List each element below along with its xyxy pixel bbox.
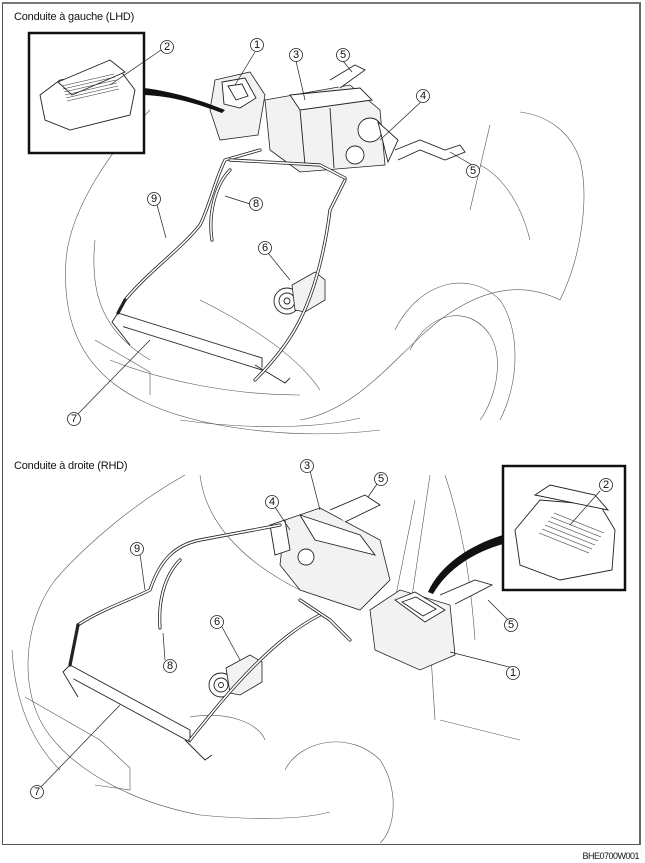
lhd-evaporator-inset (27, 31, 225, 155)
svg-text:2: 2 (603, 479, 609, 491)
section-title-rhd: Conduite à droite (RHD) (14, 460, 128, 472)
rhd-heater-case (269, 507, 391, 611)
rhd-callout-1: 1 (506, 666, 520, 680)
lhd-ducts (329, 64, 466, 161)
svg-text:5: 5 (470, 165, 476, 177)
svg-text:1: 1 (254, 39, 260, 51)
svg-text:9: 9 (134, 543, 140, 555)
rhd-pipes (68, 523, 352, 742)
rhd-diagram: 1 2 3 4 5 5 6 7 8 9 (11, 459, 627, 844)
lhd-callout-5a: 5 (336, 48, 350, 62)
svg-text:7: 7 (71, 413, 77, 425)
lhd-callout-4: 4 (416, 89, 430, 103)
lhd-callout-2: 2 (160, 40, 174, 54)
lhd-pipes (116, 148, 347, 382)
rhd-ducts (329, 494, 494, 605)
svg-text:8: 8 (167, 660, 173, 672)
rhd-car-body (11, 474, 521, 844)
svg-text:3: 3 (293, 49, 299, 61)
lhd-diagram: 1 2 3 4 5 5 6 7 8 9 (27, 31, 585, 435)
svg-text:5: 5 (508, 619, 514, 631)
lhd-blower-unit (209, 71, 266, 141)
figure-code: BHE0700W001 (582, 851, 639, 861)
rhd-callout-3: 3 (300, 459, 314, 473)
svg-text:8: 8 (253, 198, 259, 210)
lhd-callout-8: 8 (249, 197, 263, 211)
rhd-blower-unit (369, 589, 456, 671)
rhd-callout-8: 8 (163, 659, 177, 673)
svg-text:4: 4 (420, 90, 426, 102)
rhd-compressor (208, 654, 263, 698)
svg-text:3: 3 (304, 460, 310, 472)
lhd-car-body (65, 109, 585, 435)
lhd-callout-9: 9 (147, 192, 161, 206)
svg-text:6: 6 (262, 242, 268, 254)
rhd-callout-9: 9 (130, 542, 144, 556)
lhd-condenser (111, 312, 291, 384)
svg-text:6: 6 (214, 616, 220, 628)
lhd-leader-lines (74, 49, 473, 418)
lhd-callout-3: 3 (289, 48, 303, 62)
svg-text:5: 5 (378, 473, 384, 485)
rhd-callout-4: 4 (265, 495, 279, 509)
lhd-evaporator-fins (61, 73, 120, 102)
rhd-callout-5a: 5 (374, 472, 388, 486)
svg-text:5: 5 (340, 49, 346, 61)
lhd-heater-case (264, 84, 399, 173)
lhd-callout-5b: 5 (466, 164, 480, 178)
rhd-callout-5b: 5 (504, 618, 518, 632)
rhd-callout-2: 2 (599, 478, 613, 492)
section-title-lhd: Conduite à gauche (LHD) (14, 11, 135, 23)
svg-text:1: 1 (510, 667, 516, 679)
rhd-condenser (62, 664, 213, 761)
lhd-callout-1: 1 (250, 38, 264, 52)
lhd-callout-7: 7 (67, 412, 81, 426)
svg-text:9: 9 (151, 193, 157, 205)
rhd-callout-7: 7 (30, 785, 44, 799)
svg-text:4: 4 (269, 496, 275, 508)
rhd-callout-6: 6 (210, 615, 224, 629)
rhd-leader-lines (37, 470, 601, 791)
svg-text:7: 7 (34, 786, 40, 798)
rhd-evaporator-inset (428, 464, 627, 594)
svg-text:2: 2 (164, 41, 170, 53)
lhd-callout-6: 6 (258, 241, 272, 255)
rhd-evaporator-fins (538, 512, 605, 554)
